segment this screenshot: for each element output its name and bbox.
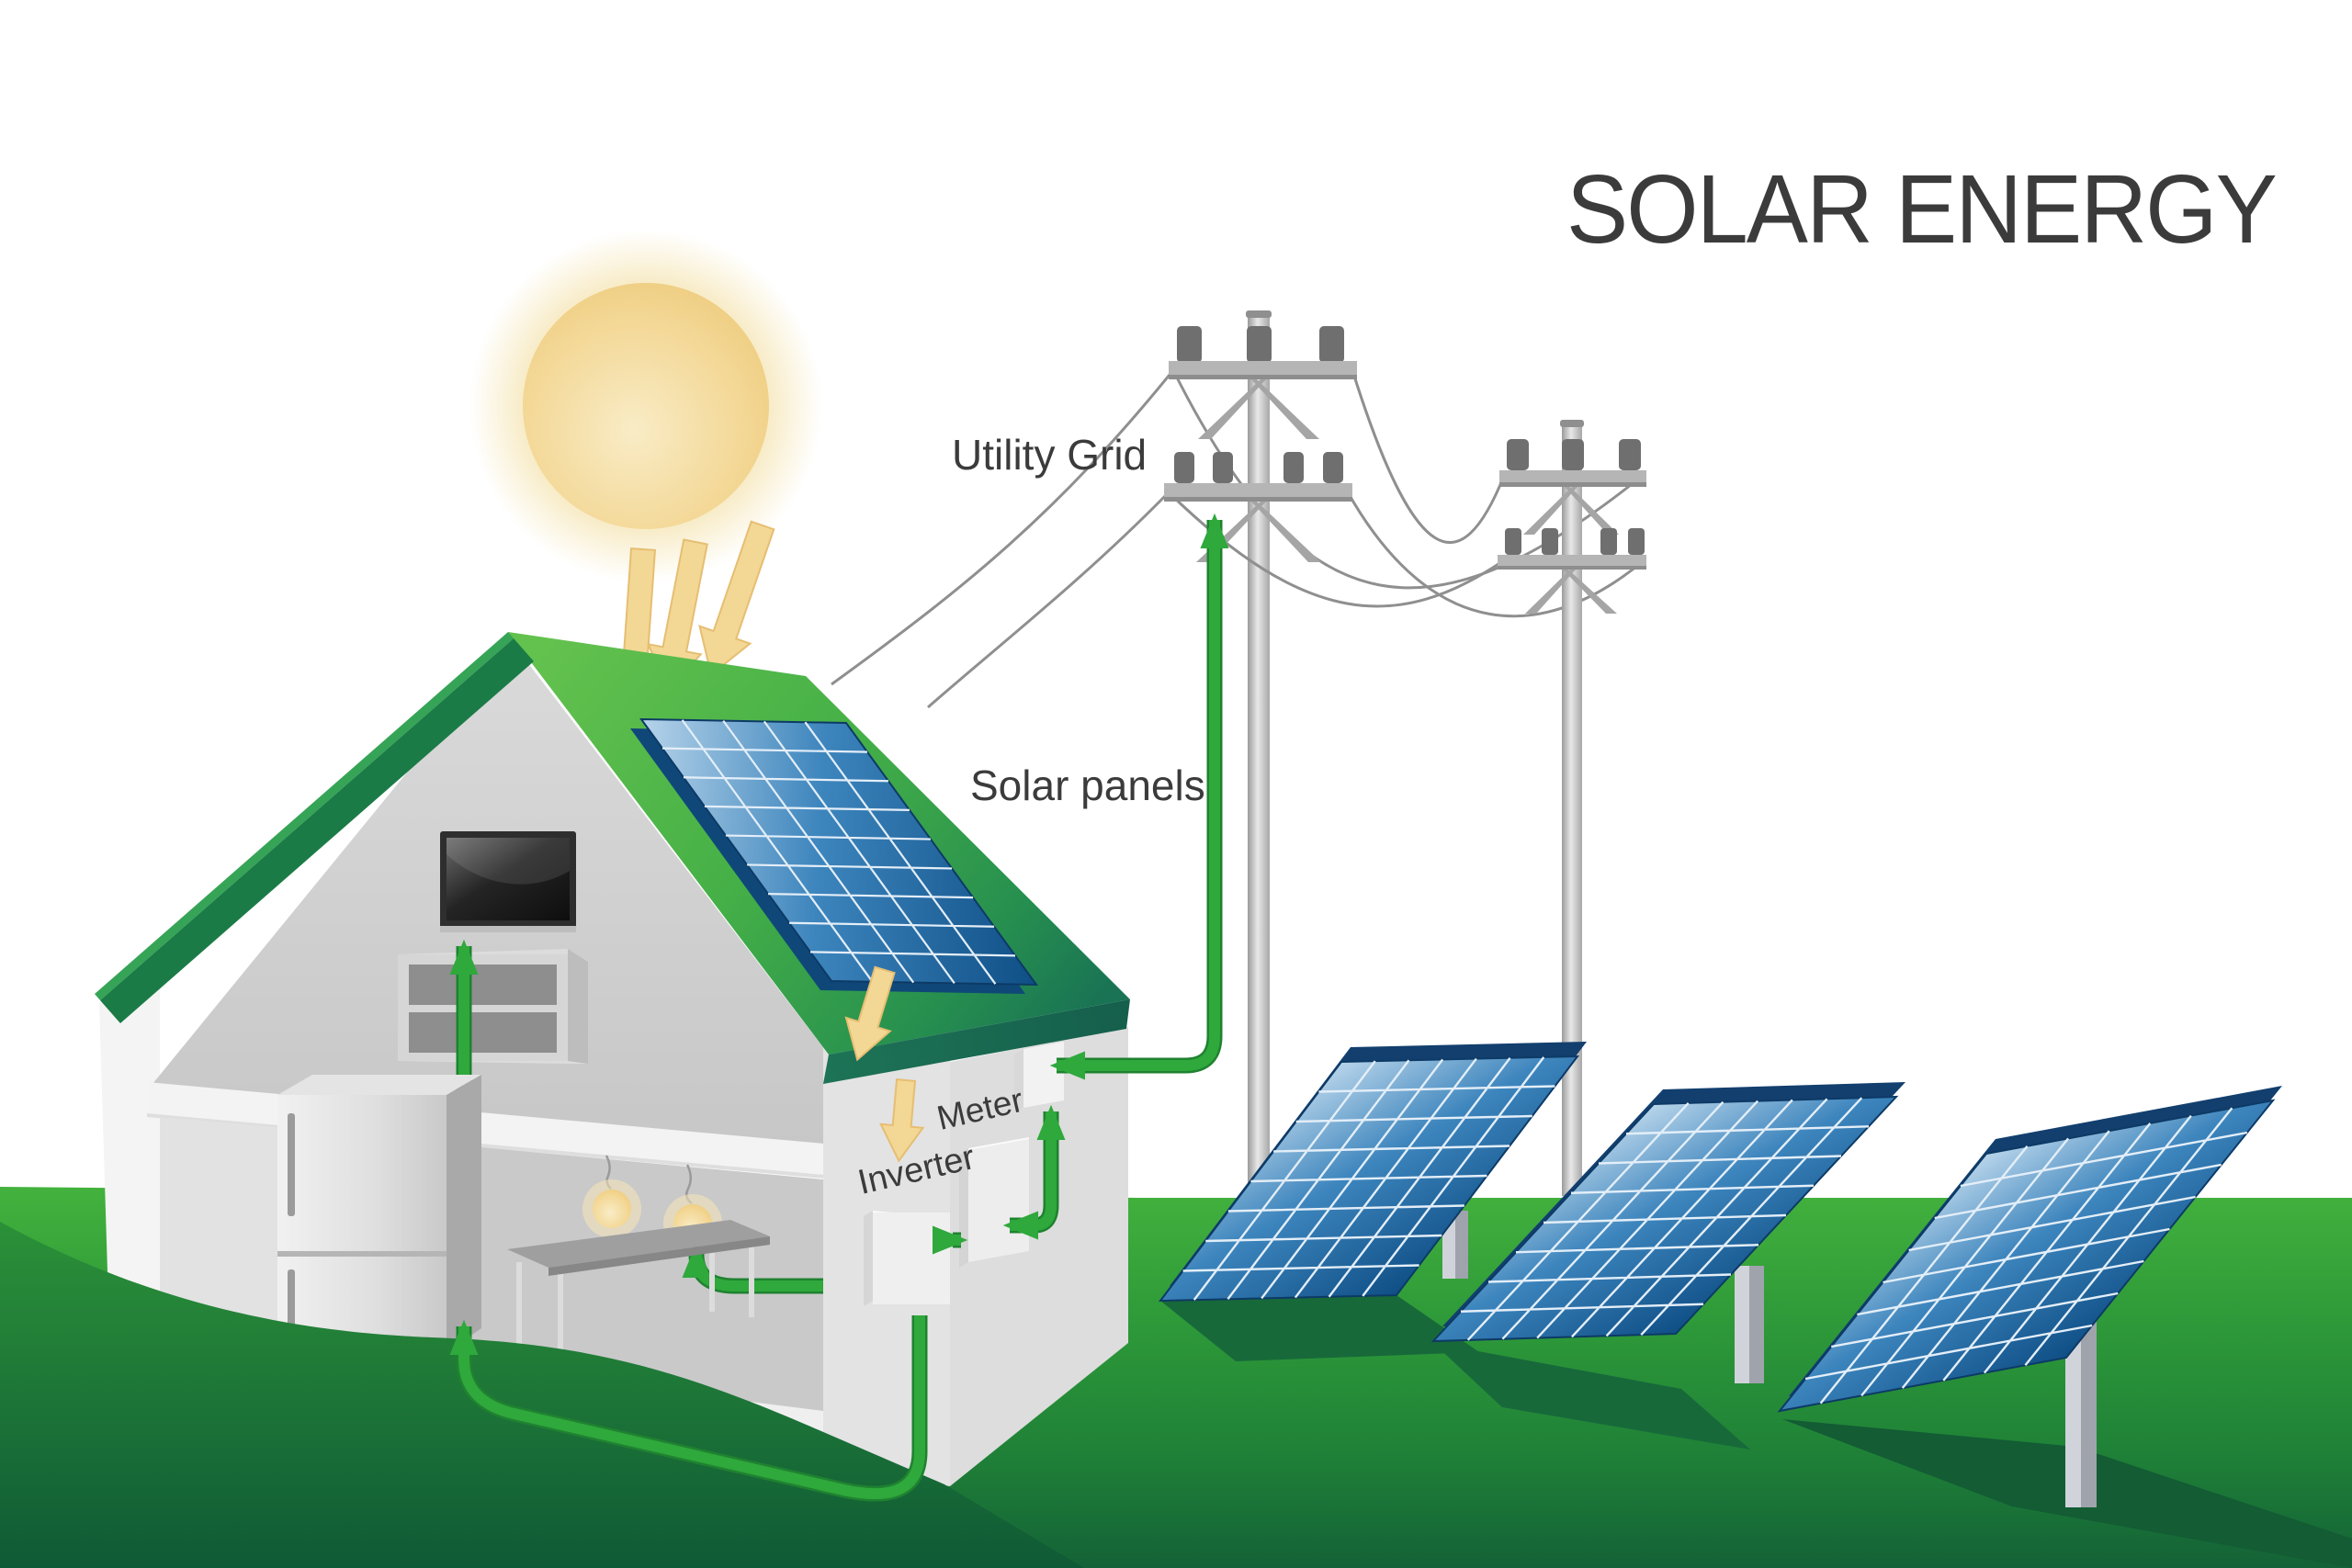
panel-post [1735, 1266, 1749, 1383]
sun [469, 230, 822, 582]
pole-shaft [1248, 315, 1270, 1213]
flow-arrow-house-grid [1049, 513, 1229, 1080]
sun-disc [523, 283, 769, 529]
ground-solar-array [1160, 1042, 2352, 1568]
ground-solar-panel [1780, 1086, 2282, 1411]
utility-grid-label: Utility Grid [952, 431, 1148, 479]
page-title: SOLAR ENERGY [1566, 155, 2278, 264]
ground-solar-panel [1160, 1042, 1587, 1301]
crossarm [1498, 528, 1646, 614]
pole-cap [1246, 310, 1272, 318]
panel-shadow [1433, 1343, 1750, 1450]
panel-post [1455, 1211, 1468, 1279]
dc-energy-arrows [844, 965, 925, 1163]
sun-ray-icon [698, 520, 775, 677]
solar-panels-label: Solar panels [970, 761, 1205, 809]
crossarm [1169, 326, 1357, 439]
ground-solar-panel [1433, 1082, 1905, 1341]
pole-cap [1560, 420, 1584, 427]
panel-to-roofedge-arrow [844, 965, 896, 1062]
side-wall [950, 1027, 1128, 1486]
flow-arrow-to-lamp [682, 1242, 875, 1292]
panel-shadow [1160, 1295, 1479, 1361]
panel-post [1749, 1266, 1764, 1383]
panel-post [2081, 1319, 2097, 1507]
inverter-box [864, 1211, 950, 1306]
roof-left-edge [100, 638, 534, 1023]
utility-pole-2 [1498, 420, 1646, 1196]
roof-to-inverter-arrow [879, 1078, 925, 1163]
roof-edge-highlight [95, 632, 514, 1000]
utility-pole-1 [831, 310, 1643, 1213]
flow-arrow-meter-servicebox [1002, 1104, 1066, 1240]
fridge [277, 1075, 481, 1352]
flow-arrow-to-fridge [449, 1315, 925, 1500]
tv [440, 831, 576, 932]
roof-solar-panel [630, 719, 1036, 994]
panel-post [2065, 1319, 2081, 1507]
cabinet [398, 949, 588, 1064]
lamp-bulb [593, 1190, 631, 1228]
pole-shaft [1562, 424, 1582, 1196]
table [507, 1220, 770, 1352]
crossarm [1499, 439, 1646, 535]
